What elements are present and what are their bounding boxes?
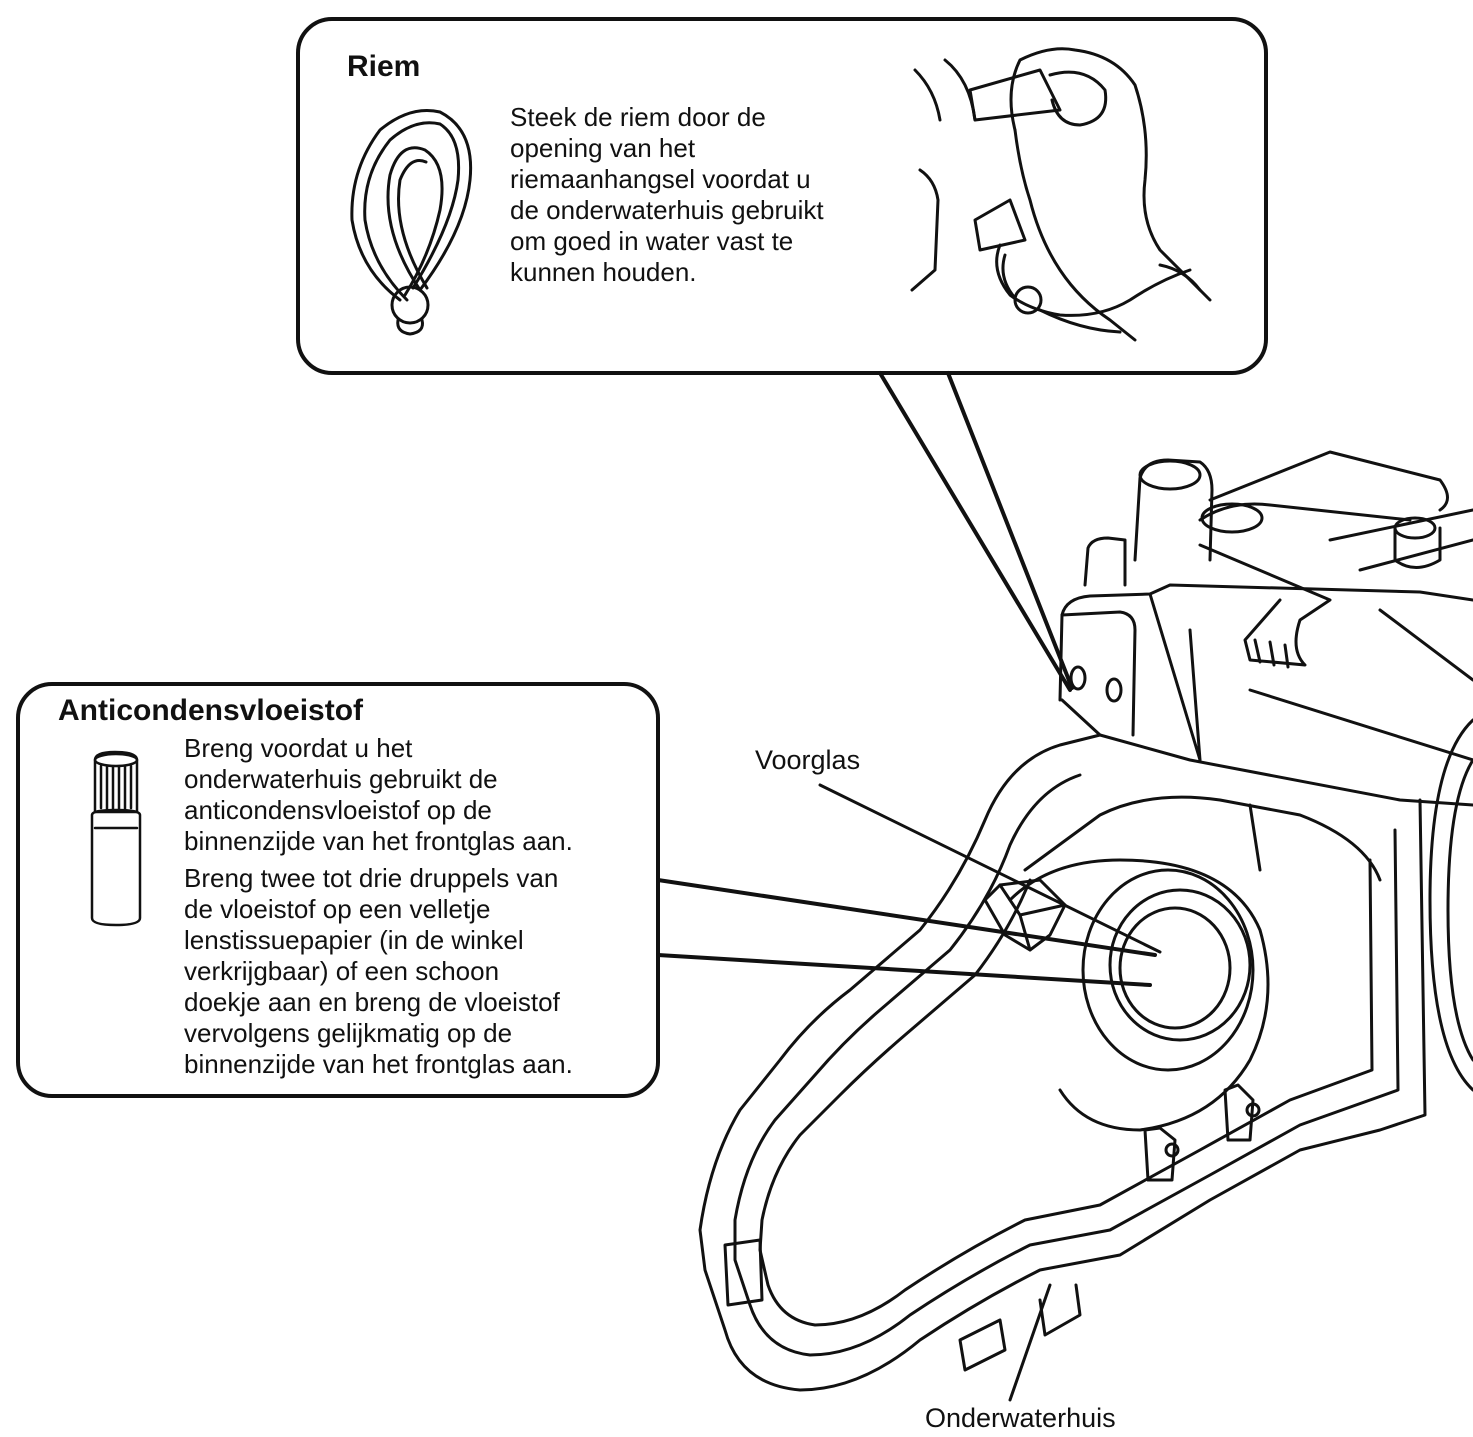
anti-fog-title: Anticondensvloeistof [58, 694, 364, 727]
hand-strap-illustration [910, 47, 1212, 342]
strap-title: Riem [347, 50, 421, 83]
front-glass-label: Voorglas [755, 745, 861, 775]
housing-leader-line [1008, 1283, 1052, 1402]
anti-fog-paragraph-1: Breng voordat u het onderwaterhuis gebru… [184, 733, 644, 857]
strap-description-line: de onderwaterhuis gebruikt [510, 195, 824, 225]
front-cover-illustration [698, 733, 1427, 1392]
anti-fog-line: verkrijgbaar) of een schoon [184, 956, 500, 986]
anti-fog-line: onderwaterhuis gebruikt de [184, 764, 498, 794]
anti-fog-paragraph-2: Breng twee tot drie druppels van de vloe… [184, 863, 644, 1080]
anti-fog-line: binnenzijde van het frontglas aan. [184, 826, 573, 856]
strap-callout-pointer [878, 371, 1074, 692]
front-glass-leader-line [818, 783, 1162, 954]
strap-description-line: kunnen houden. [510, 257, 697, 287]
anti-fog-description: Breng voordat u het onderwaterhuis gebru… [184, 733, 644, 1080]
strap-description-line: Steek de riem door de [510, 102, 766, 132]
anti-fog-line: lenstissuepapier (in de winkel [184, 925, 524, 955]
anti-fog-line: anticondensvloeistof op de [184, 795, 492, 825]
strap-illustration [350, 108, 473, 336]
strap-callout-box [296, 17, 1268, 375]
strap-description-line: om goed in water vast te [510, 226, 794, 256]
anti-fog-line: Breng twee tot drie druppels van [184, 863, 559, 893]
anti-fog-line: Breng voordat u het [184, 733, 413, 763]
anti-fog-callout-box [16, 682, 660, 1098]
strap-description-line: opening van het [510, 133, 696, 163]
bottle-illustration [90, 750, 142, 927]
strap-description: Steek de riem door de opening van het ri… [510, 102, 890, 288]
anti-fog-line: de vloeistof op een velletje [184, 894, 491, 924]
housing-label: Onderwaterhuis [925, 1403, 1116, 1433]
strap-description-line: riemaanhangsel voordat u [510, 164, 811, 194]
anti-fog-line: vervolgens gelijkmatig op de [184, 1018, 513, 1048]
anti-fog-line: doekje aan en breng de vloeistof [184, 987, 560, 1017]
housing-body-illustration [1058, 450, 1473, 1092]
anti-fog-line: binnenzijde van het frontglas aan. [184, 1049, 573, 1079]
anti-fog-callout-pointer [656, 878, 1157, 987]
